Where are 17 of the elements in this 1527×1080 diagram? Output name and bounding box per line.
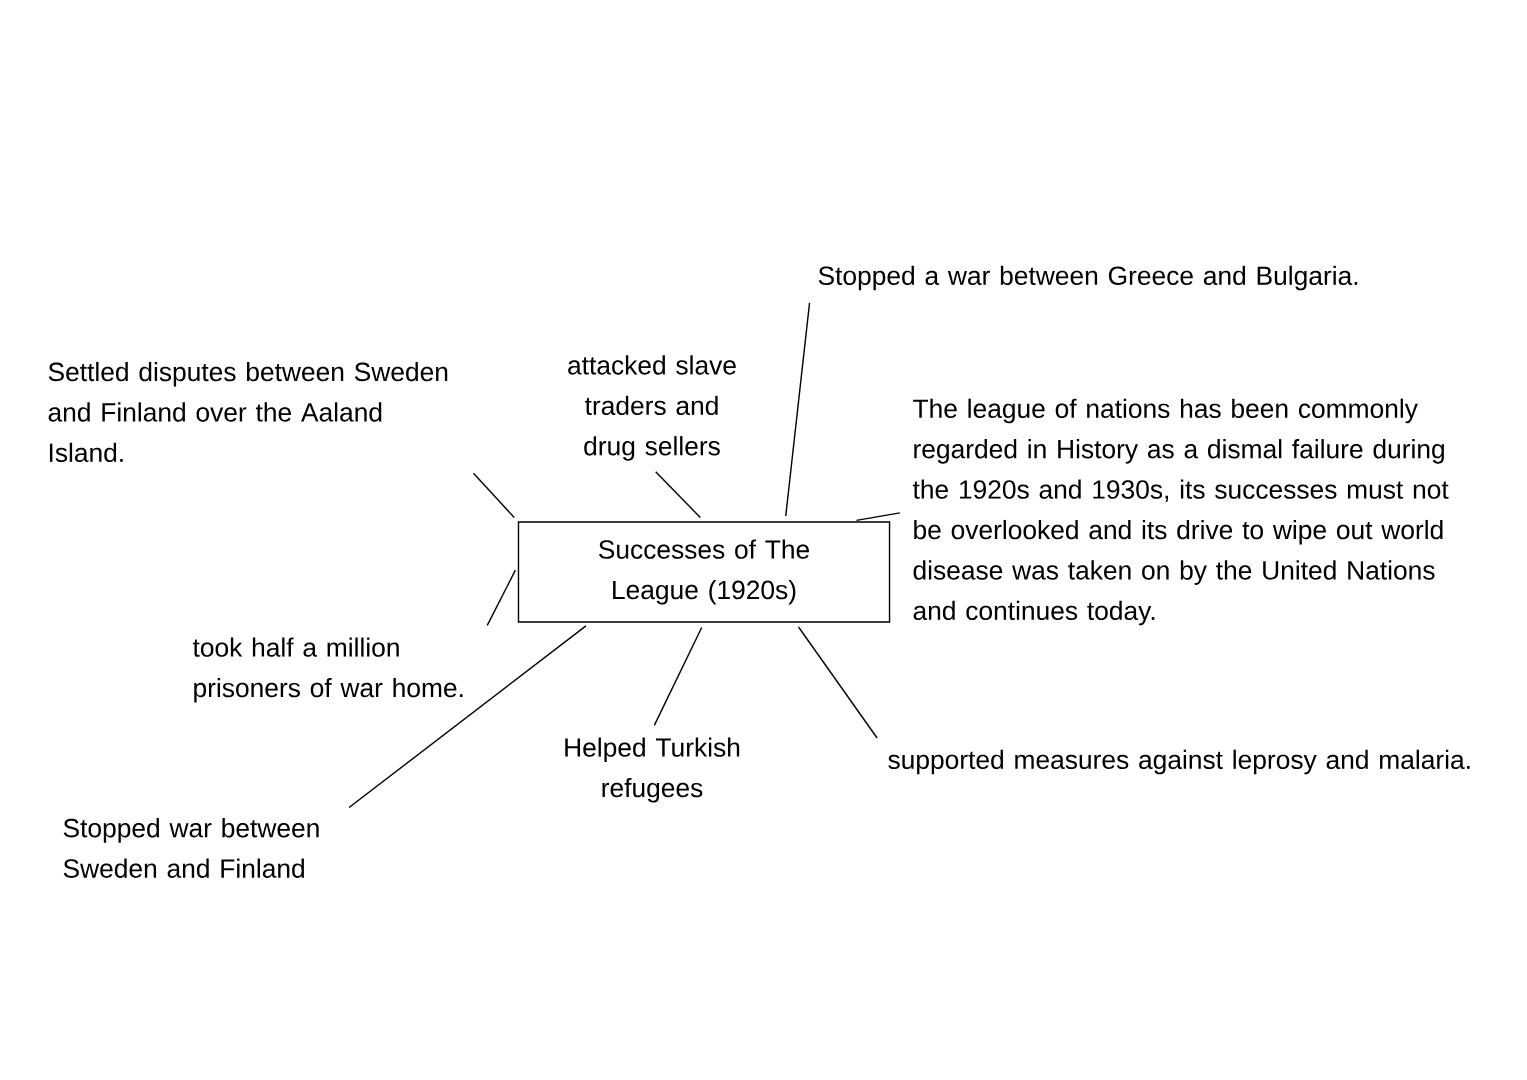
connector-line bbox=[486, 569, 517, 627]
note-text: took half a million prisoners of war home. bbox=[192, 637, 463, 703]
note-text: supported measures against leprosy and malaria. bbox=[888, 749, 1470, 775]
connector-line bbox=[472, 472, 515, 519]
note-text: Helped Turkish refugees bbox=[565, 737, 740, 803]
connector-line bbox=[855, 512, 901, 522]
note-text: Stopped war between Sweden and Finland bbox=[63, 818, 319, 878]
note-text: attacked slave traders and drug sellers bbox=[568, 355, 736, 461]
connector-line bbox=[655, 471, 702, 519]
connector-line bbox=[348, 625, 587, 809]
connector-line bbox=[797, 626, 878, 739]
paragraph-text: The league of nations has been commonly regarded in History as a dismal failure during the 1920s and 1930s, its successes must not be overlooked and its drive to wipe out world disease was taken on by the United Nations and continues today. bbox=[912, 398, 1449, 626]
connector-line bbox=[653, 626, 703, 727]
note-text: Settled disputes between Sweden and Finland over the Aaland Island. bbox=[48, 361, 448, 463]
connector-line bbox=[785, 302, 811, 517]
note-text: Stopped a war between Greece and Bulgaria. bbox=[818, 265, 1358, 291]
title-box: Successes of The League (1920s) bbox=[517, 521, 891, 623]
